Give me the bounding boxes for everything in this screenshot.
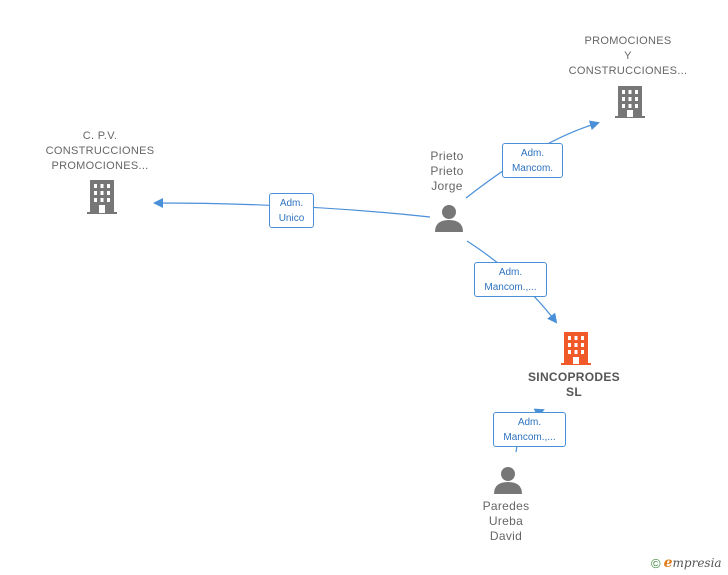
copyright-symbol: © [651,555,661,571]
edge-label-prieto-promociones[interactable]: Adm. Mancom. [502,143,563,178]
empresia-logo: empresia [663,555,722,571]
copyright-brand: © empresia [651,555,722,571]
building-icon[interactable] [615,86,645,118]
edge-label-prieto-sincoprodes[interactable]: Adm. Mancom.,... [474,262,547,297]
edge-label-paredes-sincoprodes[interactable]: Adm. Mancom.,... [493,412,566,447]
person-icon[interactable] [435,205,463,232]
person-label-prieto[interactable]: Prieto Prieto Jorge [430,149,464,193]
company-label-promociones[interactable]: PROMOCIONES Y CONSTRUCCIONES... [568,35,688,77]
person-icon[interactable] [494,467,522,494]
edge-label-prieto-cpv[interactable]: Adm. Unico [269,193,314,228]
building-icon[interactable] [561,332,591,365]
person-label-paredes[interactable]: Paredes Ureba David [482,499,530,543]
company-label-sincoprodes[interactable]: SINCOPRODES SL [528,370,620,399]
company-label-cpv[interactable]: C. P.V. CONSTRUCCIONES PROMOCIONES... [45,130,155,172]
building-icon[interactable] [87,180,117,214]
